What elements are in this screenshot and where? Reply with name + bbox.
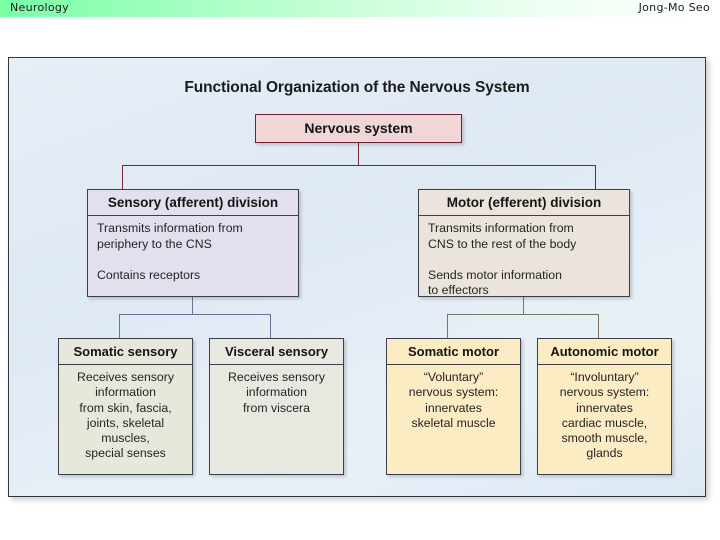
connector-motor-division-down	[523, 297, 524, 315]
node-motor-division-body: Transmits information from CNS to the re…	[428, 221, 577, 297]
connector-motor-division-up	[595, 165, 596, 190]
node-sensory-division-body: Transmits information from periphery to …	[97, 221, 243, 282]
connector-visceral-sensory-up	[270, 314, 271, 339]
slide-header-bar: Neurology Jong-Mo Seo	[0, 0, 720, 17]
figure-panel: Functional Organization of the Nervous S…	[8, 57, 706, 497]
node-somatic-motor-body: “Voluntary” nervous system: innervates s…	[408, 370, 499, 430]
connector-somatic-motor-up	[447, 314, 448, 339]
node-autonomic-motor: Autonomic motor “Involuntary” nervous sy…	[537, 338, 672, 475]
connector-autonomic-motor-up	[598, 314, 599, 339]
node-nervous-system: Nervous system	[255, 114, 462, 143]
node-motor-division-title: Motor (efferent) division	[419, 190, 629, 216]
slide-author-label: Jong-Mo Seo	[638, 1, 710, 14]
node-somatic-sensory: Somatic sensory Receives sensory informa…	[58, 338, 193, 475]
node-nervous-system-title: Nervous system	[304, 120, 413, 136]
connector-motor-bus	[447, 314, 599, 315]
node-visceral-sensory-title: Visceral sensory	[210, 339, 343, 365]
node-somatic-motor-title: Somatic motor	[387, 339, 520, 365]
node-somatic-sensory-body: Receives sensory information from skin, …	[76, 370, 175, 461]
node-visceral-sensory: Visceral sensory Receives sensory inform…	[209, 338, 344, 475]
slide-topic-label: Neurology	[10, 1, 69, 14]
connector-sensory-division-down	[192, 297, 193, 315]
node-motor-division: Motor (efferent) division Transmits info…	[418, 189, 630, 297]
node-sensory-division: Sensory (afferent) division Transmits in…	[87, 189, 299, 297]
connector-nervous-system-down	[358, 143, 359, 166]
node-somatic-motor: Somatic motor “Voluntary” nervous system…	[386, 338, 521, 475]
node-sensory-division-title: Sensory (afferent) division	[88, 190, 298, 216]
node-somatic-sensory-title: Somatic sensory	[59, 339, 192, 365]
connector-nervous-system-bus	[122, 165, 596, 166]
node-autonomic-motor-title: Autonomic motor	[538, 339, 671, 365]
connector-sensory-bus	[119, 314, 271, 315]
node-visceral-sensory-body: Receives sensory information from viscer…	[227, 370, 326, 415]
connector-somatic-sensory-up	[119, 314, 120, 339]
node-autonomic-motor-body: “Involuntary” nervous system: innervates…	[559, 370, 650, 461]
connector-sensory-division-up	[122, 165, 123, 190]
figure-title: Functional Organization of the Nervous S…	[184, 79, 530, 96]
